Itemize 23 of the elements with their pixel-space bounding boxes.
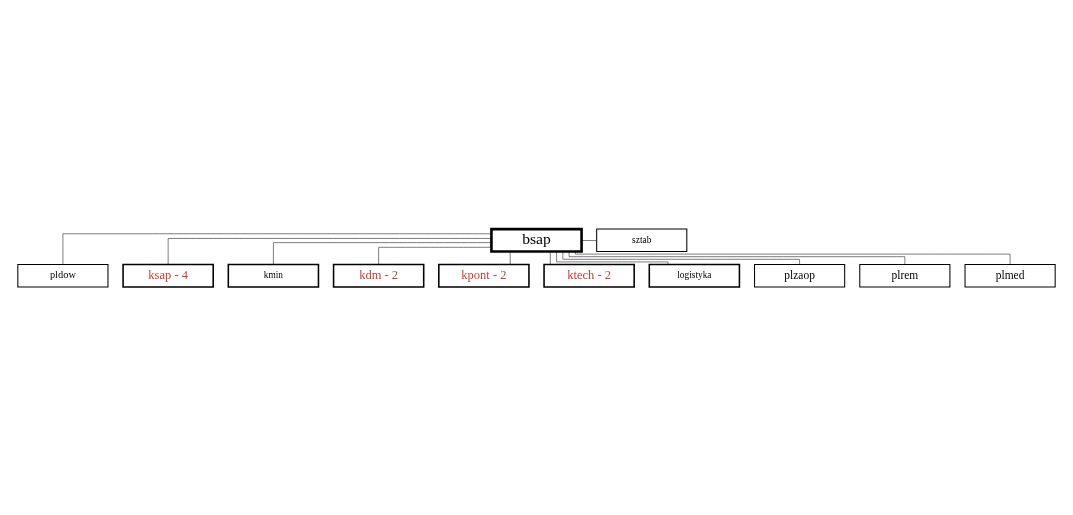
node-box: logistyka xyxy=(648,263,741,288)
connector xyxy=(550,250,551,265)
node-box: ksap - 4 xyxy=(122,263,214,288)
connector xyxy=(581,239,597,241)
node-box: ktech - 2 xyxy=(543,263,635,288)
connector xyxy=(273,241,492,265)
connector xyxy=(556,250,669,265)
node-box: plrem xyxy=(859,263,951,287)
node-box: sztab xyxy=(596,228,688,252)
connector xyxy=(167,237,492,265)
node-box: bsap xyxy=(490,227,583,253)
connector xyxy=(509,250,511,265)
connector xyxy=(575,250,1011,265)
node-box: plmed xyxy=(964,263,1056,287)
connector xyxy=(562,250,800,265)
node-box: kdm - 2 xyxy=(332,263,425,288)
connector xyxy=(568,250,906,265)
node-box: kmin xyxy=(227,263,320,288)
connector xyxy=(62,233,492,265)
node-box: plzaop xyxy=(754,263,846,287)
node-box: pldow xyxy=(17,263,109,287)
node-box: kpont - 2 xyxy=(438,263,530,288)
connector xyxy=(378,246,492,265)
